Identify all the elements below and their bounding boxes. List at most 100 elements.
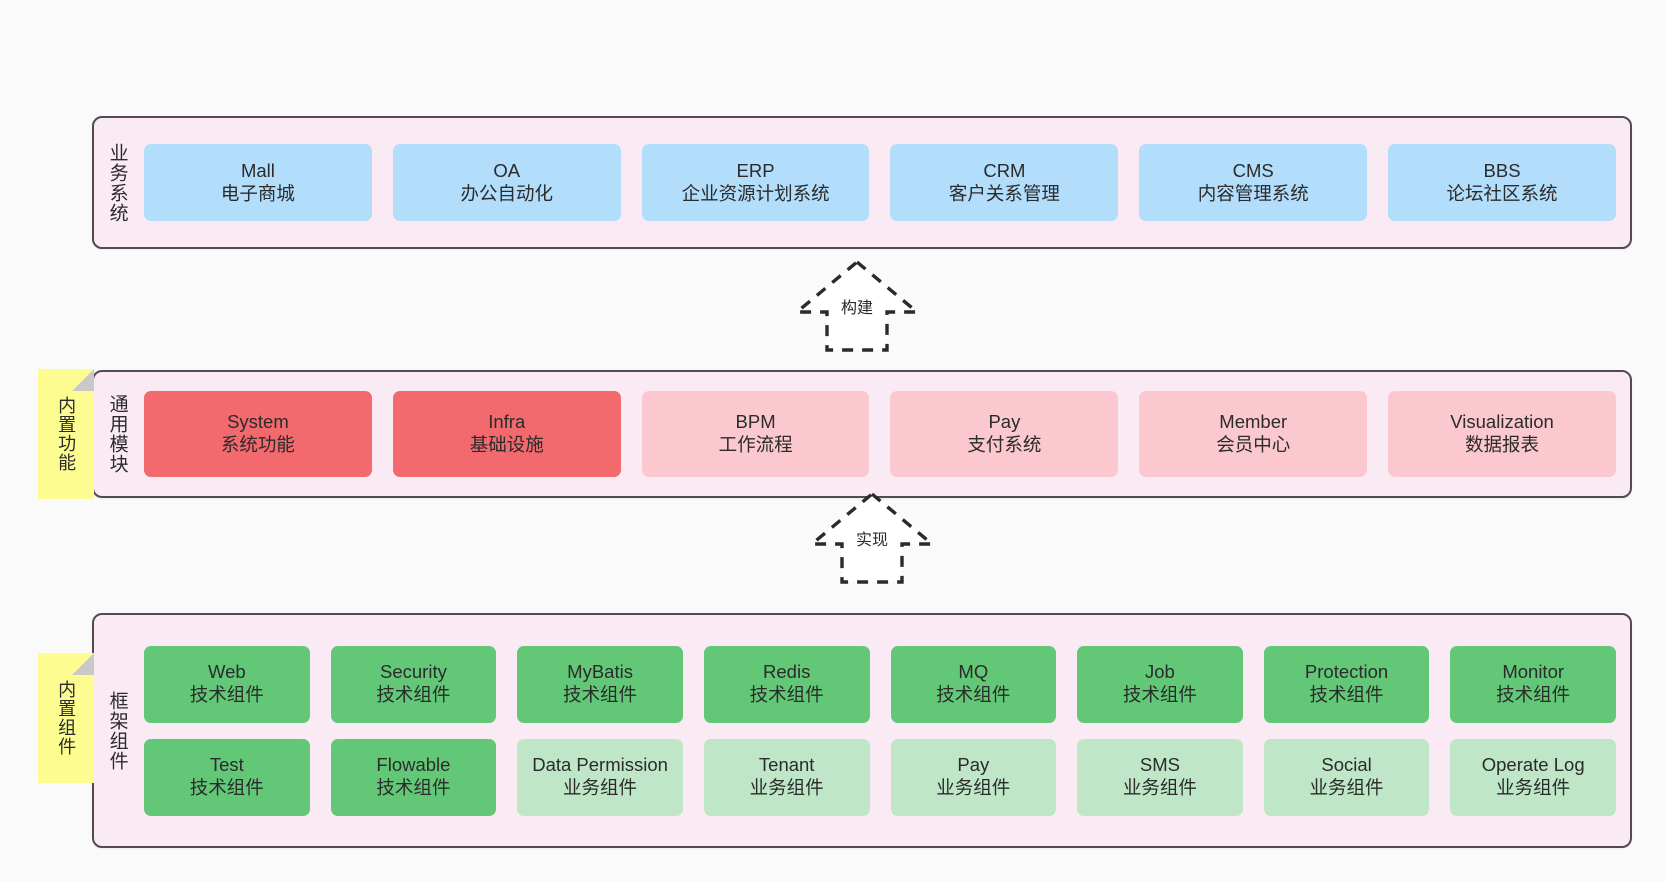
- framework-component-card-desc: 技术组件: [749, 684, 824, 705]
- framework-component-card-desc: 业务组件: [936, 777, 1011, 798]
- common-module-card-name: Member: [1219, 411, 1288, 433]
- framework-component-card-desc: 技术组件: [563, 684, 638, 705]
- connector-implement-label: 实现: [855, 532, 889, 549]
- framework-component-card-desc: 技术组件: [189, 777, 264, 798]
- framework-component-card-desc: 技术组件: [376, 777, 451, 798]
- layer-title-common-modules: 通用模块: [106, 394, 128, 474]
- common-module-card-name: Infra: [488, 411, 526, 433]
- framework-component-card-name: Tenant: [758, 754, 815, 776]
- business-system-card-desc: 办公自动化: [460, 182, 553, 204]
- common-module-card-desc: 支付系统: [967, 434, 1042, 455]
- business-system-card-name: CMS: [1232, 159, 1274, 181]
- framework-component-card-name: Data Permission: [532, 754, 668, 776]
- framework-component-card-name: MyBatis: [567, 661, 633, 683]
- business-system-card-name: OA: [493, 159, 521, 181]
- sticky-note-builtin-components: 内置组件: [38, 653, 94, 783]
- business-system-card-desc: 电子商城: [220, 182, 295, 204]
- common-module-card-name: BPM: [735, 411, 776, 433]
- connector-implement: 实现: [797, 490, 947, 585]
- business-system-card-desc: 内容管理系统: [1197, 182, 1309, 204]
- framework-component-card-desc: 技术组件: [1496, 684, 1571, 705]
- sticky-note-builtin-features-label: 内置功能: [56, 396, 77, 472]
- framework-component-card-name: Social: [1321, 754, 1372, 776]
- framework-component-card-name: Web: [207, 661, 246, 683]
- framework-component-card-name: Pay: [957, 754, 990, 776]
- connector-implement-arrow-icon: [807, 491, 937, 584]
- framework-component-card-desc: 业务组件: [1122, 777, 1197, 798]
- business-system-card-desc: 论坛社区系统: [1446, 182, 1558, 204]
- connector-build-arrow-icon: [792, 259, 922, 352]
- framework-component-card-name: SMS: [1139, 754, 1180, 776]
- common-module-card-desc: 系统功能: [220, 434, 295, 455]
- framework-component-card-desc: 技术组件: [1122, 684, 1197, 705]
- business-system-card-name: BBS: [1483, 159, 1521, 181]
- business-system-card-name: Mall: [240, 159, 275, 181]
- common-module-card-desc: 基础设施: [469, 434, 544, 455]
- framework-component-card-name: Monitor: [1502, 661, 1565, 683]
- framework-component-card-desc: 业务组件: [1496, 777, 1571, 798]
- framework-component-card-desc: 技术组件: [376, 684, 451, 705]
- common-module-card-desc: 工作流程: [718, 434, 793, 455]
- layer-title-framework-components: 框架组件: [106, 690, 128, 771]
- connector-build: 构建: [782, 258, 932, 353]
- framework-component-card-name: Job: [1145, 661, 1175, 683]
- framework-component-card-name: Operate Log: [1481, 754, 1585, 776]
- common-module-card-name: System: [227, 411, 289, 433]
- business-system-card-name: CRM: [983, 159, 1026, 181]
- framework-component-card-name: MQ: [958, 661, 989, 683]
- common-module-card-name: Pay: [988, 411, 1021, 433]
- common-module-card-desc: 会员中心: [1216, 434, 1291, 455]
- framework-component-card-desc: 业务组件: [1309, 777, 1384, 798]
- business-system-card-desc: 企业资源计划系统: [681, 182, 830, 204]
- framework-component-card-desc: 技术组件: [936, 684, 1011, 705]
- sticky-note-builtin-components-label: 内置组件: [56, 680, 77, 756]
- framework-component-card-desc: 业务组件: [749, 777, 824, 798]
- framework-component-card-name: Protection: [1304, 661, 1389, 683]
- layer-title-business-systems: 业务系统: [106, 142, 128, 223]
- framework-component-card-name: Test: [209, 754, 244, 776]
- sticky-note-builtin-features: 内置功能: [38, 369, 94, 499]
- framework-component-card-desc: 业务组件: [563, 777, 638, 798]
- common-module-card-name: Visualization: [1450, 411, 1554, 433]
- framework-component-card-name: Redis: [763, 661, 811, 683]
- framework-component-card-name: Security: [380, 661, 447, 683]
- framework-component-card-name: Flowable: [376, 754, 451, 776]
